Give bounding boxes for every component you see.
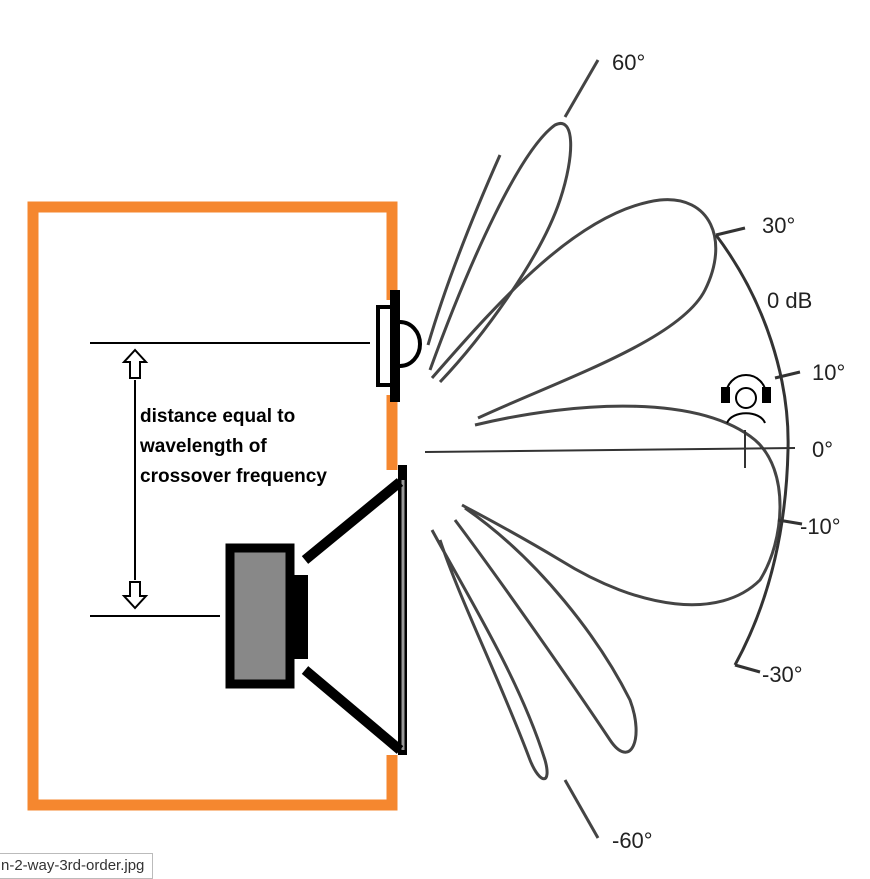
lobe-upper-60 <box>428 122 573 384</box>
axis-0deg <box>424 447 796 453</box>
label-0db: 0 dB <box>767 288 812 313</box>
note-line-2: wavelength of <box>139 436 267 457</box>
note-line-1: distance equal to <box>140 406 295 427</box>
tweeter <box>376 290 422 402</box>
lobe-lower-60 <box>430 529 549 781</box>
arrow-down-icon <box>121 581 149 610</box>
lobe-upper-30 <box>430 198 718 420</box>
lobe-upper-outer <box>426 154 502 346</box>
label-minus60deg: -60° <box>612 828 653 853</box>
image-filename-caption: n-2-way-3rd-order.jpg <box>0 853 154 879</box>
polar-lobes <box>424 59 796 839</box>
arrow-up-icon <box>121 348 149 379</box>
headphones-listener-icon <box>721 374 771 424</box>
lobe-main <box>461 404 782 607</box>
speaker-cabinet <box>27 201 398 811</box>
label-minus30deg: -30° <box>762 662 803 687</box>
dimension-marker <box>90 342 370 617</box>
reference-arc <box>714 226 803 674</box>
label-10deg: 10° <box>812 360 845 385</box>
note-line-3: crossover frequency <box>140 466 327 487</box>
woofer <box>225 465 407 755</box>
label-30deg: 30° <box>762 213 795 238</box>
label-0deg: 0° <box>812 437 833 462</box>
label-60deg: 60° <box>612 50 645 75</box>
label-minus10deg: -10° <box>800 514 841 539</box>
lobe-lower-30 <box>453 506 638 754</box>
